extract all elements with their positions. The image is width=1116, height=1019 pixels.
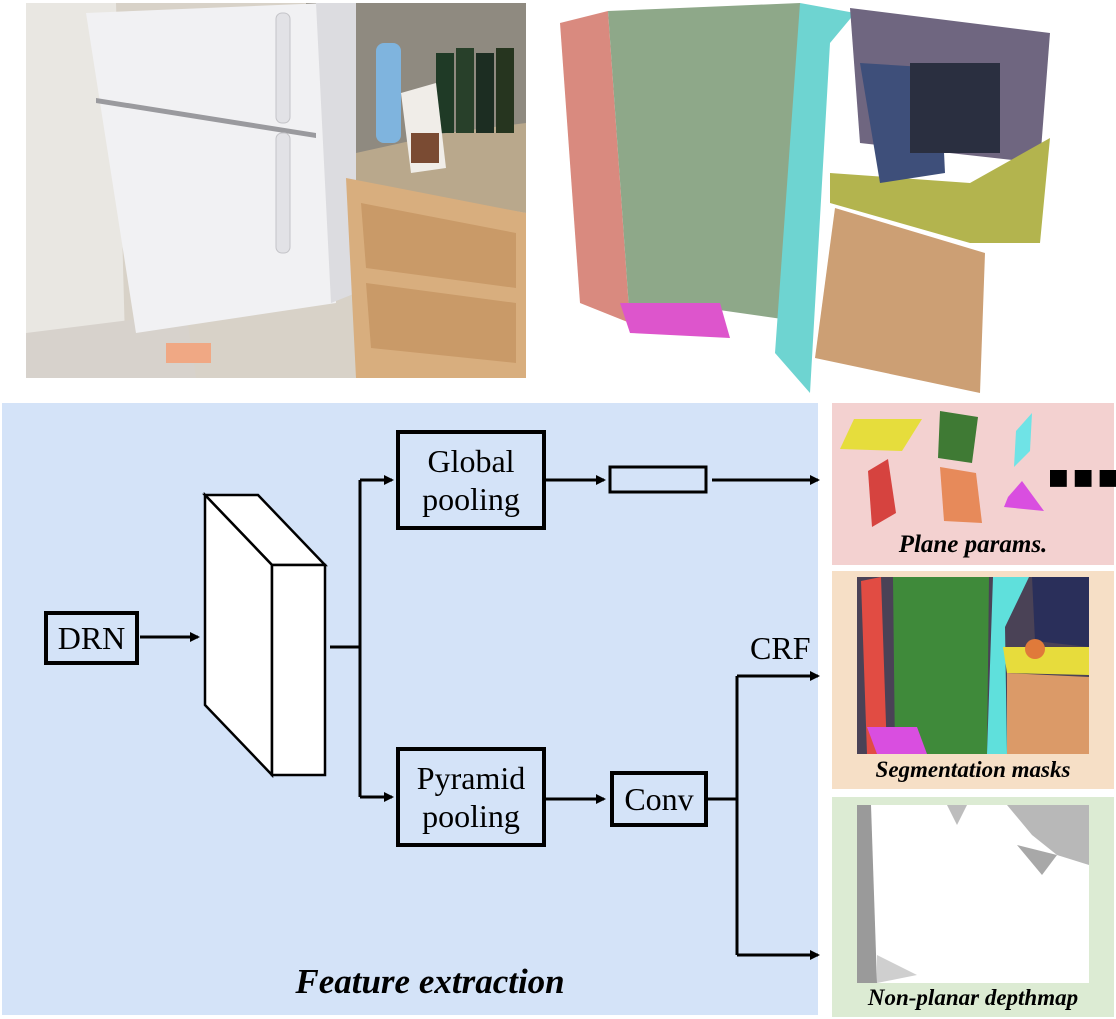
plane-params-caption: Plane params. <box>898 531 1048 558</box>
global-pooling-block: Global pooling <box>396 430 546 530</box>
segmentation-panel: Segmentation masks <box>832 571 1114 789</box>
feature-extraction-caption: Feature extraction <box>295 962 565 1001</box>
feature-extraction-panel <box>2 403 818 1015</box>
conv-label: Conv <box>624 781 694 817</box>
global-feature-vector <box>608 465 708 494</box>
drn-label: DRN <box>57 620 126 656</box>
pyramid-pooling-line2: pooling <box>422 798 520 834</box>
global-pooling-line2: pooling <box>422 481 520 517</box>
plane-params-panel: ■■■ Plane params. <box>832 403 1116 565</box>
depthmap-caption: Non-planar depthmap <box>867 985 1079 1010</box>
global-pooling-line1: Global <box>427 443 515 479</box>
crf-label: CRF <box>750 630 811 666</box>
pyramid-pooling-line1: Pyramid <box>416 760 526 796</box>
pyramid-pooling-block: Pyramid pooling <box>396 747 546 847</box>
conv-block: Conv <box>610 771 708 827</box>
ellipsis-icon: ■■■ <box>1048 465 1116 490</box>
segmentation-caption: Segmentation masks <box>875 757 1071 782</box>
feature-map-block <box>202 491 328 779</box>
depthmap-image <box>857 805 1089 983</box>
depthmap-panel: Non-planar depthmap <box>832 797 1114 1017</box>
drn-block: DRN <box>44 611 139 665</box>
planar-reconstruction-render <box>560 3 1116 393</box>
segmentation-mask-image <box>857 577 1089 754</box>
input-rgb-image <box>26 3 526 378</box>
plane-shapes <box>840 411 1044 527</box>
